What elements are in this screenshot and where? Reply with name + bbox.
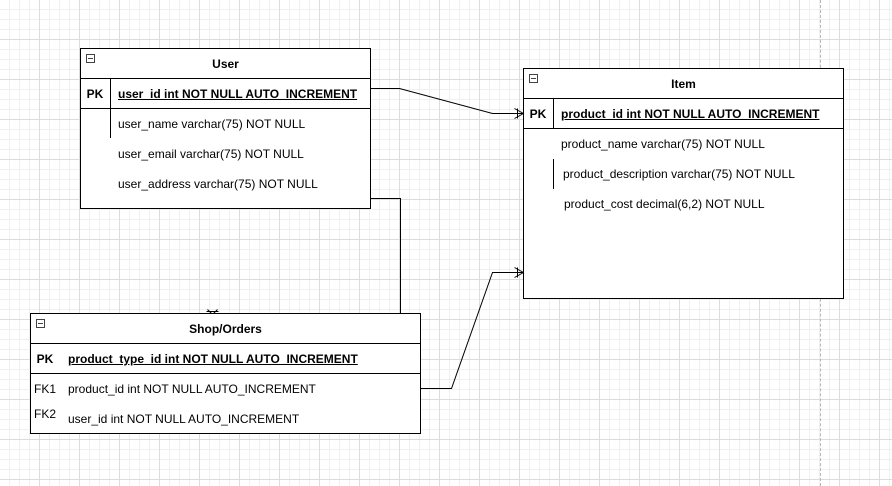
attribute-row[interactable]: user_email varchar(75) NOT NULL xyxy=(118,147,304,161)
primary-key-row[interactable]: PK user_id int NOT NULL AUTO_INCREMENT xyxy=(81,79,370,109)
relationship-user-item[interactable] xyxy=(370,88,524,119)
entity-title: Item xyxy=(671,77,696,91)
entity-item[interactable]: Item PK product_id int NOT NULL AUTO_INC… xyxy=(523,68,844,299)
entity-user-header[interactable]: User xyxy=(81,49,370,79)
entity-item-header[interactable]: Item xyxy=(524,69,843,99)
primary-key-row[interactable]: PK product_type_id int NOT NULL AUTO_INC… xyxy=(31,344,420,374)
attribute-row[interactable]: user_name varchar(75) NOT NULL xyxy=(118,117,306,131)
entity-title: Shop/Orders xyxy=(189,322,262,336)
fk-label: FK2 xyxy=(33,407,56,421)
entity-shop-orders-header[interactable]: Shop/Orders xyxy=(31,314,420,344)
key-column-divider xyxy=(553,159,554,189)
fk-label: FK1 xyxy=(33,382,56,396)
attribute-row[interactable]: product_cost decimal(6,2) NOT NULL xyxy=(564,197,765,211)
attribute-row[interactable]: product_description varchar(75) NOT NULL xyxy=(563,167,795,181)
collapse-toggle-icon[interactable] xyxy=(36,319,45,328)
attribute-row[interactable]: product_name varchar(75) NOT NULL xyxy=(561,137,765,151)
primary-key-attribute[interactable]: product_type_id int NOT NULL AUTO_INCREM… xyxy=(68,352,358,366)
entity-title: User xyxy=(212,57,239,71)
attribute-row[interactable]: user_id int NOT NULL AUTO_INCREMENT xyxy=(68,412,300,426)
collapse-toggle-icon[interactable] xyxy=(86,54,95,63)
primary-key-row[interactable]: PK product_id int NOT NULL AUTO_INCREMEN… xyxy=(524,99,843,129)
entity-shop-orders[interactable]: Shop/Orders PK product_type_id int NOT N… xyxy=(30,313,421,434)
collapse-toggle-icon[interactable] xyxy=(529,74,538,83)
pk-label: PK xyxy=(36,352,54,366)
pk-label: PK xyxy=(529,107,547,121)
attribute-row[interactable]: user_address varchar(75) NOT NULL xyxy=(118,177,318,191)
entity-user[interactable]: User PK user_id int NOT NULL AUTO_INCREM… xyxy=(80,48,371,209)
key-column-divider xyxy=(110,79,111,138)
attribute-row[interactable]: product_id int NOT NULL AUTO_INCREMENT xyxy=(68,382,316,396)
pk-label: PK xyxy=(86,87,104,101)
primary-key-attribute[interactable]: product_id int NOT NULL AUTO_INCREMENT xyxy=(561,107,820,121)
relationship-shop-orders-item[interactable] xyxy=(420,267,524,389)
relationship-user-shop-orders[interactable] xyxy=(206,198,401,315)
key-column-divider xyxy=(553,99,554,129)
primary-key-attribute[interactable]: user_id int NOT NULL AUTO_INCREMENT xyxy=(118,87,358,101)
